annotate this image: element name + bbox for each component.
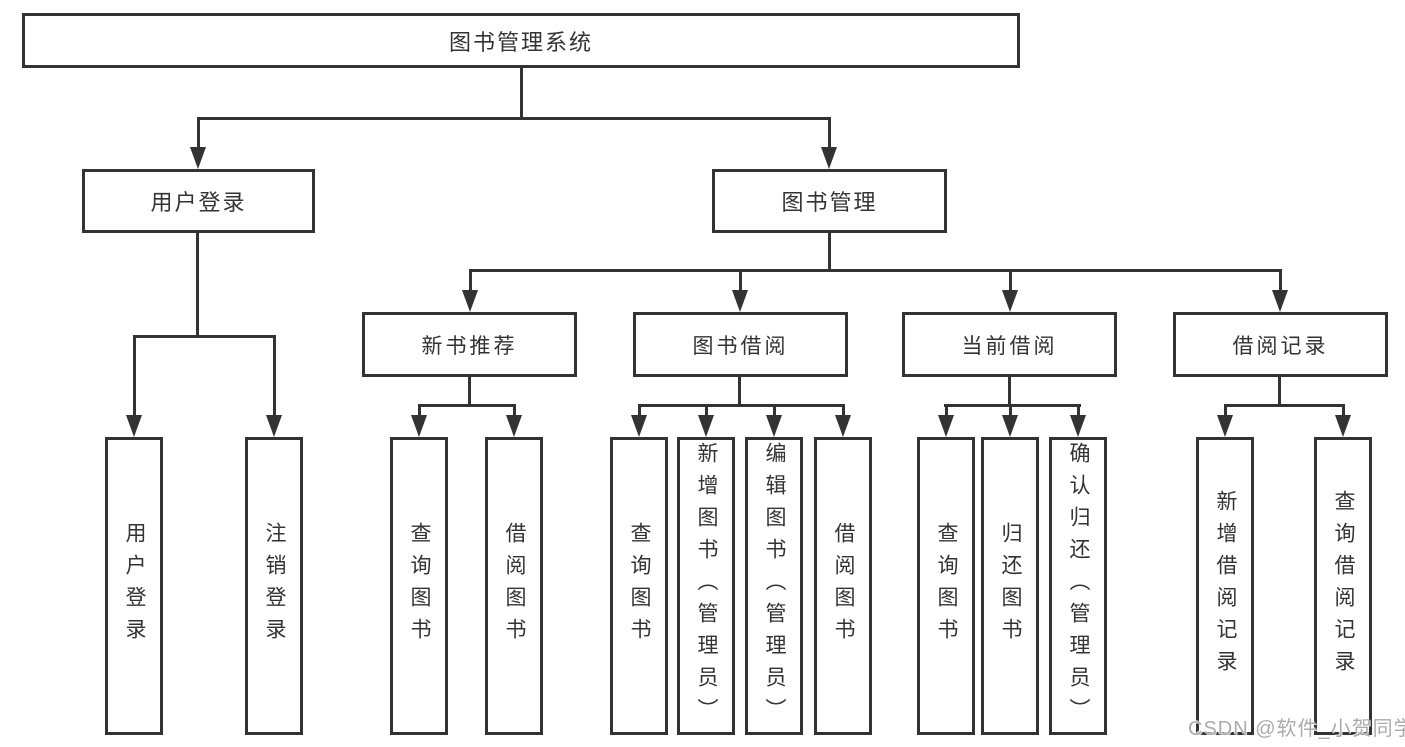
leaf-query-books-borrow: 查询图书: [610, 437, 668, 735]
connector-arrow-add-book: [698, 405, 714, 437]
connector-arrow-return-books: [1002, 405, 1018, 437]
connector-vline-recommend: [468, 377, 471, 406]
connector-vline-book-management: [828, 233, 831, 271]
connector-hline-borrow: [638, 404, 845, 407]
leaf-user-login: 用户登录: [105, 437, 163, 735]
leaf-query-books-current: 查询图书: [917, 437, 975, 735]
connector-arrow-current-borrow: [1002, 270, 1018, 312]
connector-arrow-borrow-books: [835, 405, 851, 437]
connector-vline-records: [1278, 377, 1281, 406]
connector-arrow-query-recommend: [411, 405, 427, 437]
csdn-watermark: CSDN @软件_小贺同学: [1188, 718, 1405, 740]
leaf-logout: 注销登录: [245, 437, 303, 735]
leaf-edit-book-admin: 编辑图书（管理员）: [745, 437, 803, 735]
connector-vline-borrow: [738, 377, 741, 406]
connector-arrow-user-login: [190, 118, 206, 169]
node-user-login: 用户登录: [82, 169, 315, 233]
connector-hline-level3: [469, 269, 1282, 272]
leaf-return-books: 归还图书: [981, 437, 1039, 735]
node-book-borrow: 图书借阅: [633, 312, 848, 377]
leaf-add-borrow-record: 新增借阅记录: [1196, 437, 1254, 735]
leaf-query-books-recommend: 查询图书: [390, 437, 448, 735]
connector-arrow-add-record: [1217, 405, 1233, 437]
connector-hline-level2: [197, 117, 831, 120]
connector-arrow-query-borrow: [631, 405, 647, 437]
connector-arrow-book-borrow: [732, 270, 748, 312]
connector-arrow-query-record: [1335, 405, 1351, 437]
node-borrow-records: 借阅记录: [1173, 312, 1388, 377]
connector-vline-current: [1008, 377, 1011, 406]
connector-hline-user-login: [133, 335, 276, 338]
connector-hline-current: [944, 404, 1081, 407]
connector-arrow-query-current: [938, 405, 954, 437]
leaf-borrow-books: 借阅图书: [814, 437, 872, 735]
connector-hline-records: [1224, 404, 1345, 407]
connector-hline-recommend: [418, 404, 516, 407]
node-library-system: 图书管理系统: [22, 13, 1020, 68]
leaf-borrow-books-recommend: 借阅图书: [485, 437, 543, 735]
leaf-query-borrow-record: 查询借阅记录: [1314, 437, 1372, 735]
node-book-management: 图书管理: [712, 169, 947, 233]
node-current-borrow: 当前借阅: [902, 312, 1117, 377]
connector-vline-root: [520, 68, 523, 119]
connector-arrow-new-book-recommend: [462, 270, 478, 312]
connector-arrow-borrow-records: [1272, 270, 1288, 312]
node-new-book-recommend: 新书推荐: [362, 312, 577, 377]
connector-arrow-leaf-logout: [266, 336, 282, 437]
connector-arrow-confirm-return: [1070, 405, 1086, 437]
connector-vline-user-login: [196, 233, 199, 337]
connector-arrow-edit-book: [766, 405, 782, 437]
connector-arrow-borrow-recommend: [506, 405, 522, 437]
connector-arrow-book-management: [821, 118, 837, 169]
leaf-confirm-return-admin: 确认归还（管理员）: [1049, 437, 1107, 735]
connector-arrow-leaf-user-login: [126, 336, 142, 437]
leaf-add-book-admin: 新增图书（管理员）: [677, 437, 735, 735]
